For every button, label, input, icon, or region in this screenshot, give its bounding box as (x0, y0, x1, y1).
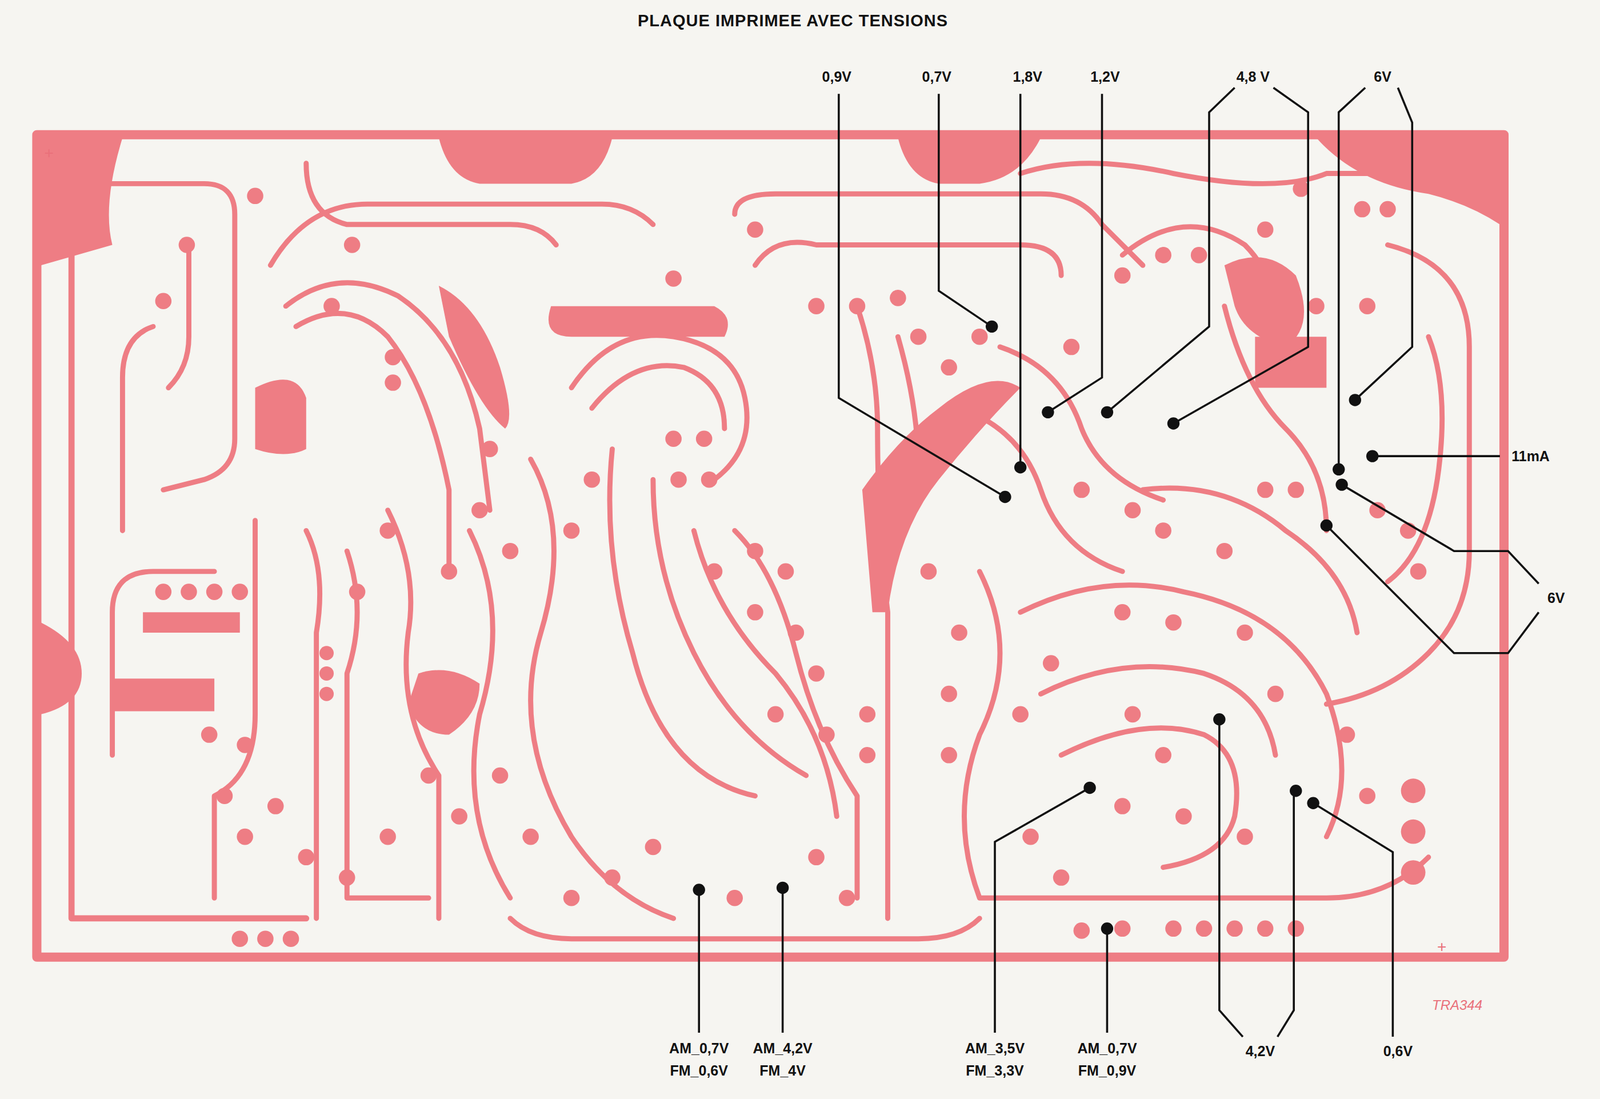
voltage-value: FM_0,6V (667, 1062, 730, 1079)
polarity-mark: + (42, 144, 56, 163)
voltage-value: AM_0,7V (1074, 1039, 1139, 1056)
copper-traces (36, 134, 1504, 958)
voltage-value: 0,7V (920, 68, 954, 85)
voltage-value: FM_3,3V (963, 1062, 1026, 1079)
page-title: PLAQUE IMPRIMEE AVEC TENSIONS (635, 10, 951, 30)
drawing-reference: TRA344 (1429, 997, 1485, 1014)
measure-points (693, 320, 1379, 935)
voltage-value: 11mA (1509, 448, 1552, 465)
voltage-value: 6V (1545, 589, 1568, 607)
voltage-value: 1,2V (1088, 68, 1122, 85)
voltage-value: FM_4V (757, 1062, 808, 1079)
board-openings (520, 153, 751, 290)
voltage-value: 1,8V (1010, 68, 1044, 85)
leader-lines (698, 88, 1539, 1038)
voltage-value: AM_3,5V (962, 1039, 1027, 1056)
voltage-value: 4,8 V (1234, 68, 1272, 85)
voltage-value: 4,2V (1243, 1042, 1278, 1060)
voltage-value: 6V (1371, 68, 1394, 85)
copper-areas (41, 137, 1500, 735)
solder-pads (155, 180, 1427, 947)
voltage-value: 0,9V (820, 68, 854, 85)
voltage-value: FM_0,9V (1076, 1062, 1139, 1079)
voltage-value: AM_0,7V (666, 1039, 731, 1056)
polarity-mark: + (1434, 937, 1449, 956)
voltage-value: 0,6V (1381, 1042, 1415, 1060)
voltage-value: AM_4,2V (750, 1039, 815, 1056)
